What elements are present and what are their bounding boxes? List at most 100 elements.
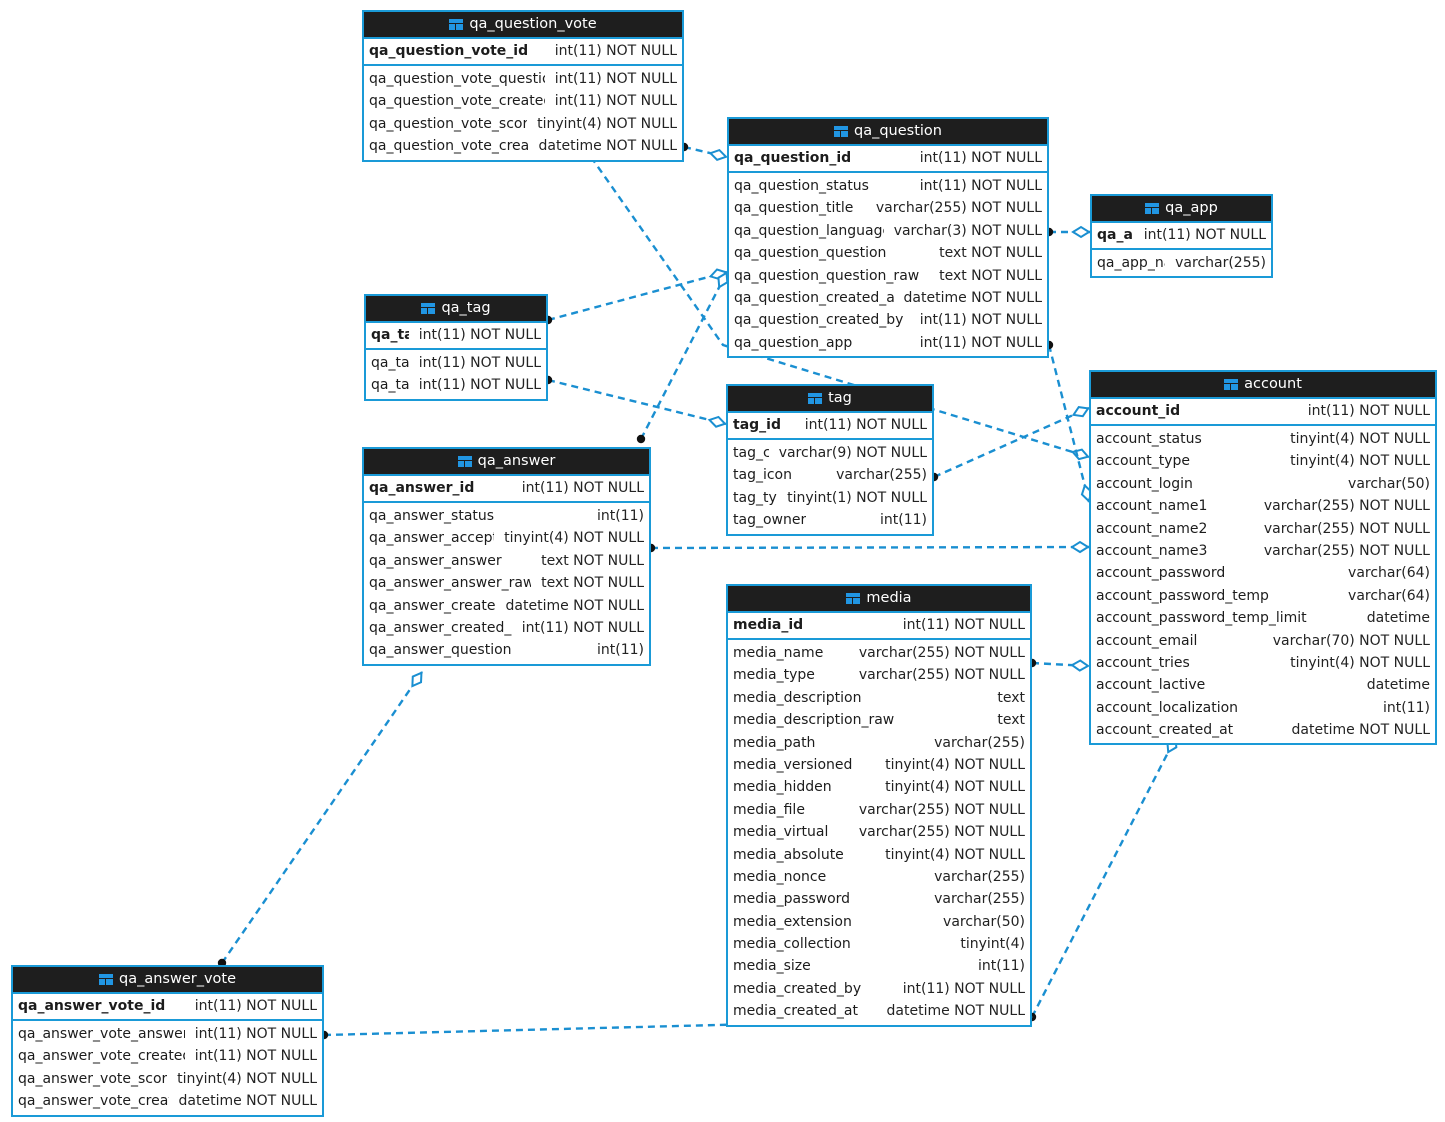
rel-answer-account[interactable]: [646, 540, 1090, 554]
table-header[interactable]: qa_answer_vote: [13, 967, 322, 994]
rel-question-account[interactable]: [1044, 340, 1094, 503]
table-header[interactable]: qa_tag: [366, 296, 546, 323]
rel-question-app[interactable]: [1044, 225, 1091, 239]
rel-qatag-tag[interactable]: [543, 375, 727, 429]
field-row[interactable]: qa_tag_dstint(11) NOT NULL: [366, 352, 546, 374]
rel-qqv-question[interactable]: [679, 142, 728, 162]
table-header[interactable]: tag: [728, 386, 932, 413]
rel-qav-answer[interactable]: [217, 670, 426, 968]
table-header[interactable]: media: [728, 586, 1030, 613]
field-row[interactable]: tag_colorvarchar(9) NOT NULL: [728, 442, 932, 464]
rel-tag-account[interactable]: [929, 404, 1090, 482]
rel-media-bottom-account[interactable]: [1027, 736, 1180, 1022]
field-type: int(11) NOT NULL: [902, 617, 1025, 633]
rel-answer-question[interactable]: [636, 271, 731, 444]
field-row[interactable]: qa_answer_acceptedtinyint(4) NOT NULL: [364, 527, 649, 549]
table-header[interactable]: account: [1091, 372, 1435, 399]
table-header[interactable]: qa_app: [1092, 196, 1271, 223]
table-header[interactable]: qa_question: [729, 119, 1047, 146]
table-header[interactable]: qa_question_vote: [364, 12, 682, 39]
table-header[interactable]: qa_answer: [364, 449, 649, 476]
rel-media-account[interactable]: [1027, 658, 1090, 672]
rel-qatag-question[interactable]: [543, 267, 728, 325]
field-row[interactable]: qa_tag_srcint(11) NOT NULL: [366, 374, 546, 396]
